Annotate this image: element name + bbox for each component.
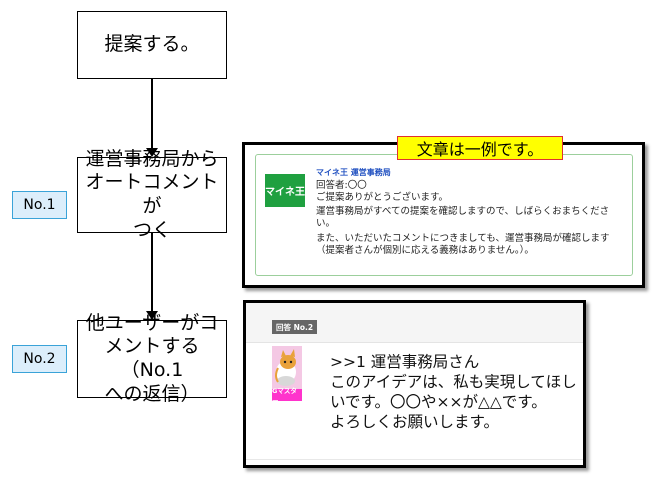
reply-line: >>1 運営事務局さん (330, 353, 480, 371)
flow-step-line: 提案する。 (104, 33, 200, 56)
flow-step-line: への返信） (104, 382, 200, 405)
comment-line: 回答者:〇〇 (316, 180, 367, 191)
flow-connector (151, 233, 153, 312)
user-rank-label: Gマスター (272, 387, 302, 405)
flow-step-user-comment: 他ユーザーがコ メントする（No.1 への返信） (77, 312, 227, 405)
logo-text: マイネ王 (265, 187, 305, 198)
reply-body: >>1 運営事務局さん このアイデアは、私も実現してほし いです。〇〇や××が△… (330, 352, 580, 433)
comment-body: 回答者:〇〇 ご提案ありがとうございます。 運営事務局がすべての提案を確認します… (316, 180, 626, 257)
reply-line: いです。〇〇や××が△△です。 (330, 393, 547, 412)
flow-step-propose: 提案する。 (77, 11, 227, 79)
flow-step-line: 他ユーザーがコ (85, 311, 219, 334)
avatar[interactable]: Gマスター (272, 346, 302, 405)
flow-step-line: 運営事務局から (85, 147, 219, 170)
comment-line: また、いただいたコメントにつきましても、運営事務局が確認します（提案者さんが個別… (316, 232, 610, 256)
comment-line: ご提案ありがとうございます。 (316, 192, 449, 204)
reply-line: よろしくお願いします。 (330, 413, 499, 432)
divider (246, 459, 583, 460)
user-reply-example: 回答 No.2 Gマスター >>1 運営事務局さん このアイデアは、私も実現して… (243, 300, 586, 468)
auto-comment-example: マイネ王 マイネ王 運営事務局 回答者:〇〇 ご提案ありがとうございます。 運営… (242, 136, 645, 288)
arrow-down-icon (146, 148, 158, 157)
flow-step-line: オートコメントが (85, 171, 219, 217)
step-tag-no1: No.1 (12, 191, 67, 219)
reply-number-badge: 回答 No.2 (272, 320, 318, 334)
comment-card: マイネ王 マイネ王 運営事務局 回答者:〇〇 ご提案ありがとうございます。 運営… (255, 154, 633, 276)
reply-header: 回答 No.2 (246, 303, 583, 343)
cat-avatar-icon (272, 346, 302, 389)
mineo-logo-icon: マイネ王 (265, 174, 305, 207)
flow-connector (151, 79, 153, 149)
flow-step-auto-comment: 運営事務局から オートコメントが つく (77, 148, 227, 241)
comment-author[interactable]: マイネ王 運営事務局 (316, 168, 391, 177)
reply-line: このアイデアは、私も実現してほし (330, 373, 577, 392)
flow-step-line: メントする（No.1 (104, 335, 200, 381)
arrow-down-icon (146, 311, 158, 320)
example-callout: 文章は一例です。 (397, 136, 563, 160)
flow-step-line: つく (132, 218, 171, 241)
comment-line: 運営事務局がすべての提案を確認しますので、しばらくおまちください。 (316, 206, 610, 230)
step-tag-no2: No.2 (12, 345, 67, 373)
